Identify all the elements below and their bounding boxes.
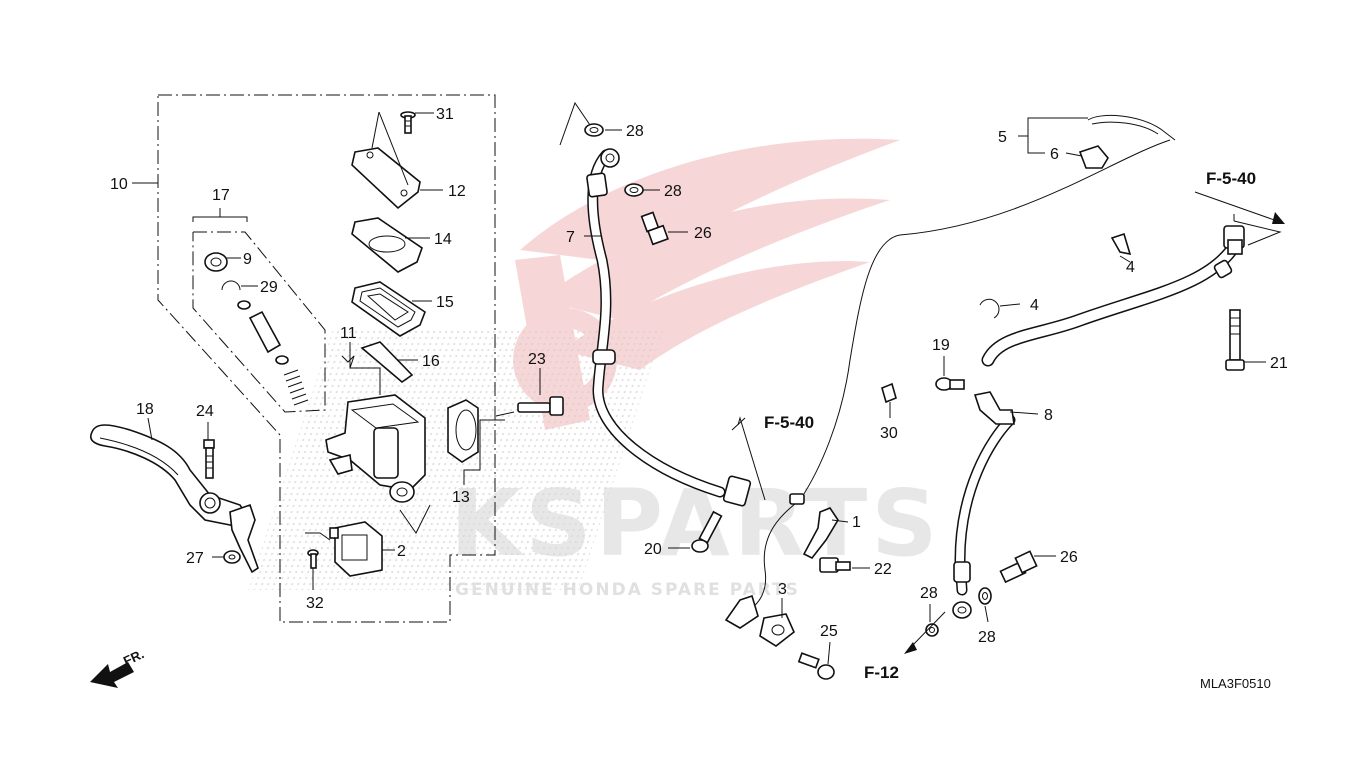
bolt-22 — [819, 557, 851, 573]
callout-4-left: 4 — [1030, 297, 1039, 314]
callout-7: 7 — [566, 229, 575, 246]
section-ref-f-5-40-mid: F-5-40 — [764, 413, 814, 432]
leader-lines — [132, 101, 1285, 665]
callout-25: 25 — [820, 623, 838, 640]
oil-bolt-lower — [999, 550, 1038, 584]
callout-17: 17 — [212, 187, 230, 204]
master-cylinder-assembly-boundary — [157, 94, 496, 623]
callout-3: 3 — [778, 581, 787, 598]
float-16 — [360, 341, 414, 384]
front-direction-label: FR. — [121, 646, 146, 668]
holder-bolt-23 — [517, 396, 564, 416]
callout-labels: 1 2 3 4 4 5 6 7 8 9 10 11 12 13 14 15 16… — [110, 106, 1288, 646]
lever-pivot-nut — [223, 550, 241, 564]
callout-1: 1 — [852, 514, 861, 531]
callout-15: 15 — [436, 294, 454, 311]
wire-clip-4b — [979, 298, 1000, 319]
callout-24: 24 — [196, 403, 214, 420]
lever-pivot-bolt — [203, 439, 215, 479]
watermark-tagline: GENUINE HONDA SPARE PARTS — [455, 580, 800, 600]
circlip-29 — [221, 280, 241, 291]
callout-19: 19 — [932, 337, 950, 354]
bolt-19 — [935, 377, 965, 391]
wire-bracket-1 — [802, 507, 839, 560]
lower-brake-hose — [952, 225, 1245, 619]
callout-8: 8 — [1044, 407, 1053, 424]
wire-grommet-6 — [1078, 145, 1109, 169]
callout-12: 12 — [448, 183, 466, 200]
callout-22: 22 — [874, 561, 892, 578]
diaphragm — [351, 281, 426, 337]
oil-bolt-upper — [640, 211, 669, 246]
abs-sensor-3 — [724, 594, 795, 647]
callout-11: 11 — [340, 325, 357, 342]
section-ref-f-12: F-12 — [864, 663, 899, 682]
abs-sensor-wire — [744, 114, 1176, 613]
callout-26-lower: 26 — [1060, 549, 1078, 566]
callout-28-lower-right: 28 — [978, 629, 996, 646]
callout-27: 27 — [186, 550, 204, 567]
callout-26-upper: 26 — [694, 225, 712, 242]
callout-6: 6 — [1050, 146, 1059, 163]
wire-clip-4a — [1110, 232, 1132, 256]
section-references: F-5-40 F-5-40 F-12 — [764, 169, 1256, 682]
sealing-washer-upper — [584, 123, 644, 197]
clip-30 — [881, 382, 897, 404]
brake-lever — [89, 424, 259, 574]
joint-bolt-20 — [691, 510, 723, 553]
diagram-code: MLA3F0510 — [1200, 676, 1271, 691]
callout-31: 31 — [436, 106, 454, 123]
callout-2: 2 — [397, 543, 406, 560]
callout-28-lower-left: 28 — [920, 585, 938, 602]
callout-10: 10 — [110, 176, 128, 193]
callout-30: 30 — [880, 425, 898, 442]
callout-21: 21 — [1270, 355, 1288, 372]
bolt-21 — [1225, 309, 1245, 371]
callout-13: 13 — [452, 489, 470, 506]
sealing-washer-lower — [925, 587, 992, 637]
callout-20: 20 — [644, 541, 662, 558]
callout-23: 23 — [528, 351, 546, 368]
callout-16: 16 — [422, 353, 440, 370]
callout-5: 5 — [998, 129, 1007, 146]
callout-29: 29 — [260, 279, 278, 296]
front-direction-arrow: FR. — [90, 646, 146, 688]
piston-boot — [204, 252, 228, 272]
callout-4-right: 4 — [1126, 259, 1135, 276]
callout-32: 32 — [306, 595, 324, 612]
handlebar-holder — [447, 399, 479, 463]
diaphragm-plate — [351, 217, 423, 273]
callout-28-mid: 28 — [664, 183, 682, 200]
brake-light-switch — [329, 521, 383, 577]
master-cylinder-body — [325, 394, 426, 503]
reservoir-cap — [351, 147, 421, 210]
section-ref-f-5-40-top: F-5-40 — [1206, 169, 1256, 188]
switch-screw-32 — [307, 549, 319, 569]
upper-brake-hose — [586, 148, 752, 507]
callout-18: 18 — [136, 401, 154, 418]
callout-9: 9 — [243, 251, 252, 268]
clip-11 — [341, 355, 355, 369]
piston-set — [237, 300, 309, 406]
callout-14: 14 — [434, 231, 452, 248]
screw-31 — [400, 111, 416, 134]
piston-set-boundary — [192, 231, 326, 413]
callout-28-top: 28 — [626, 123, 644, 140]
sensor-bolt-25 — [797, 652, 835, 680]
